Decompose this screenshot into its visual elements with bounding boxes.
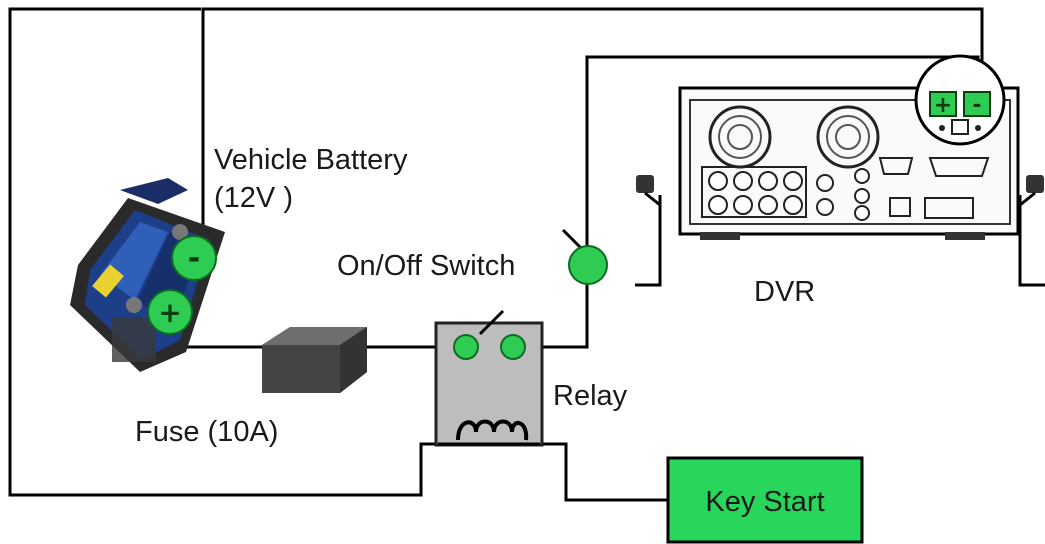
vehicle-battery: - + — [70, 178, 225, 372]
wire-relay-to-key-start — [540, 442, 668, 502]
dvr-label: DVR — [754, 276, 815, 308]
dvr-positive-terminal — [929, 91, 957, 117]
wire-ground-to-relay-coil — [8, 7, 438, 497]
battery-label-line2: (12V ) — [214, 182, 293, 214]
relay — [434, 309, 544, 447]
fuse — [262, 327, 367, 393]
battery-negative-sign: - — [188, 241, 200, 276]
battery-positive-sign: + — [158, 296, 181, 329]
battery-positive-terminal: + — [147, 289, 193, 335]
on-off-switch — [561, 228, 608, 285]
battery-negative-terminal: - — [171, 235, 217, 281]
fuse-label: Fuse (10A) — [135, 416, 278, 448]
key-start: Key Start — [666, 456, 864, 544]
dvr: + - — [635, 54, 1045, 287]
battery-label-line1: Vehicle Battery — [214, 144, 408, 176]
dvr-negative-terminal — [963, 91, 991, 117]
relay-label: Relay — [553, 380, 628, 412]
dvr-positive-sign: + — [934, 93, 952, 118]
wire-battery-negative-to-dvr-positive — [201, 7, 984, 255]
switch-label: On/Off Switch — [337, 250, 515, 282]
dvr-negative-sign: - — [972, 93, 981, 118]
key-start-label: Key Start — [705, 486, 824, 518]
wires — [8, 7, 984, 502]
